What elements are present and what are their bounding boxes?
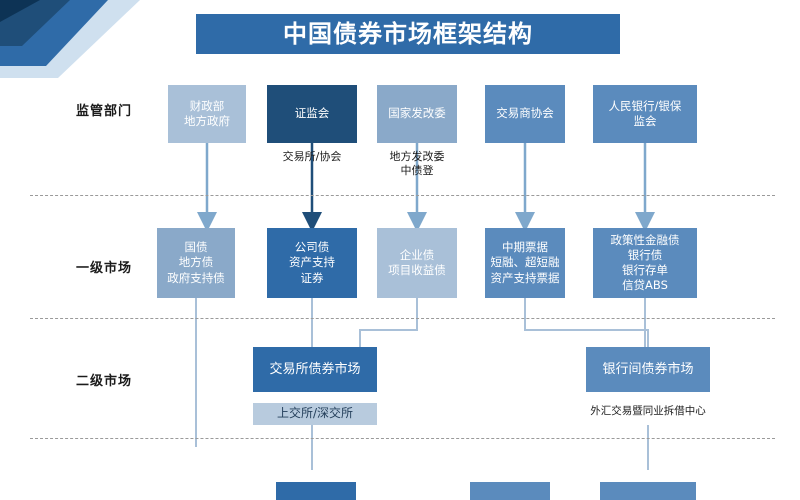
secondary-caption-exchanges: 上交所/深交所 bbox=[253, 403, 377, 425]
regulator-caption-ndrc: 地方发改委 中债登 bbox=[389, 150, 445, 178]
primary-box-mtn[interactable]: 中期票据 短融、超短融 资产支持票据 bbox=[485, 228, 565, 298]
regulator-box-pboc[interactable]: 人民银行/银保 监会 bbox=[593, 85, 697, 143]
primary-box-enterprise-bonds[interactable]: 企业债 项目收益债 bbox=[377, 228, 457, 298]
primary-box-government-bonds[interactable]: 国债 地方债 政府支持债 bbox=[157, 228, 235, 298]
bottom-box-right[interactable] bbox=[600, 482, 696, 500]
regulator-box-ndrc[interactable]: 国家发改委 bbox=[377, 85, 457, 143]
row-label-primary-market: 一级市场 bbox=[76, 261, 133, 276]
primary-box-corporate-bonds[interactable]: 公司债 资产支持 证券 bbox=[267, 228, 357, 298]
page-title: 中国债券市场框架结构 bbox=[196, 14, 620, 54]
primary-box-financial-bonds[interactable]: 政策性金融债 银行债 银行存单 信贷ABS bbox=[593, 228, 697, 298]
secondary-caption-cfets: 外汇交易暨同业拆借中心 bbox=[590, 405, 706, 417]
regulator-box-csrc[interactable]: 证监会 bbox=[267, 85, 357, 143]
separator-line bbox=[30, 195, 775, 196]
row-label-regulators: 监管部门 bbox=[76, 104, 133, 119]
separator-line bbox=[30, 318, 775, 319]
bottom-box-left[interactable] bbox=[276, 482, 356, 500]
regulator-box-mof[interactable]: 财政部 地方政府 bbox=[168, 85, 246, 143]
row-label-secondary-market: 二级市场 bbox=[76, 374, 133, 389]
separator-line bbox=[30, 438, 775, 439]
regulator-caption-exchange: 交易所/协会 bbox=[282, 150, 342, 163]
corner-shape-deep bbox=[0, 0, 40, 22]
secondary-box-interbank-market[interactable]: 银行间债券市场 bbox=[586, 347, 710, 392]
secondary-box-exchange-market[interactable]: 交易所债券市场 bbox=[253, 347, 377, 392]
bottom-box-middle[interactable] bbox=[470, 482, 550, 500]
regulator-box-nafmii[interactable]: 交易商协会 bbox=[485, 85, 565, 143]
decorative-corner bbox=[0, 0, 230, 78]
page-title-text: 中国债券市场框架结构 bbox=[283, 20, 533, 48]
